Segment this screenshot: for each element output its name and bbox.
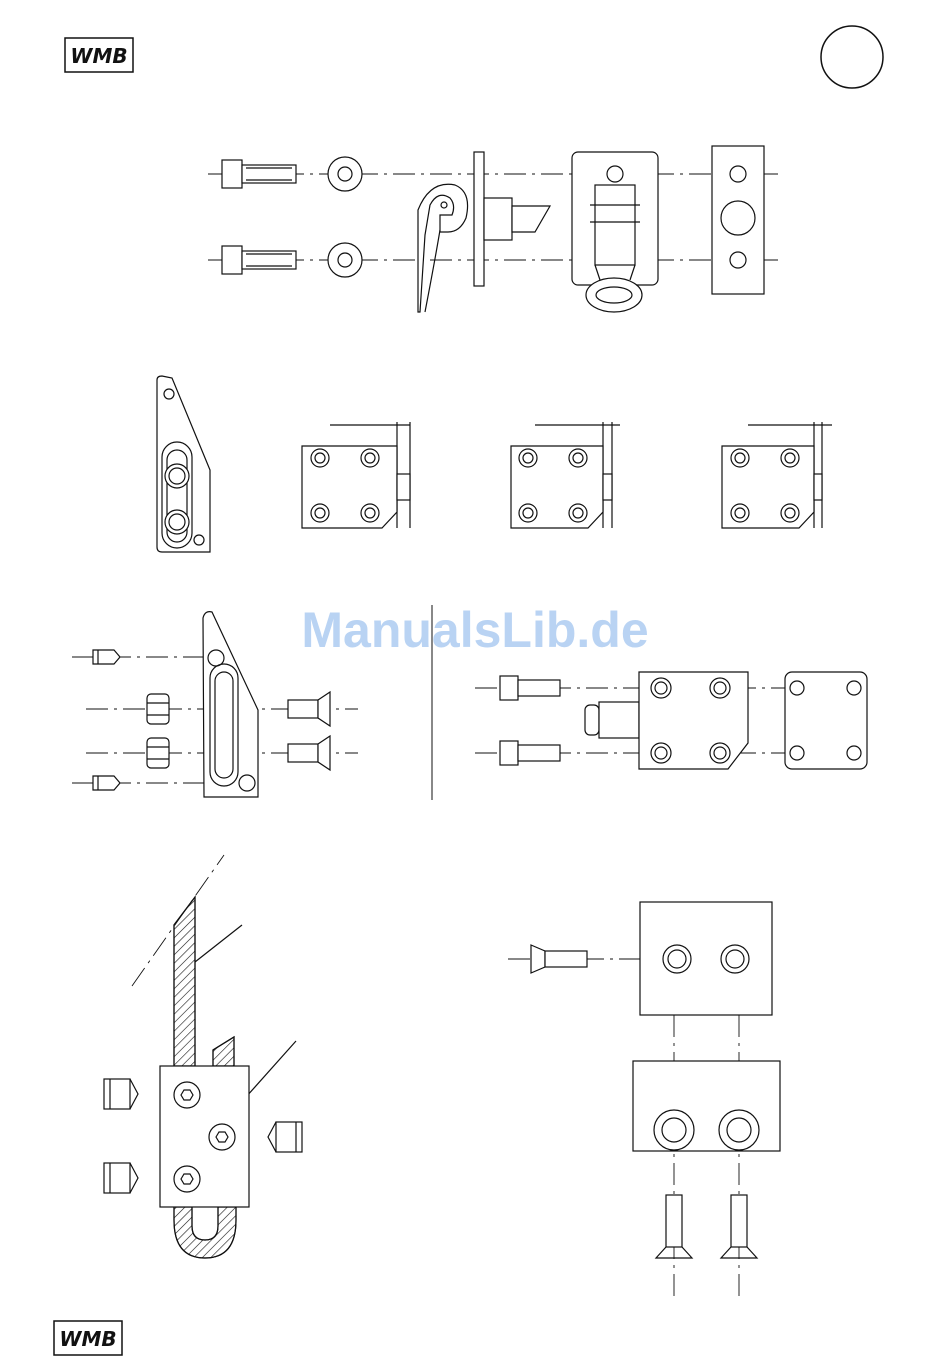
figure-plate-assembly (508, 902, 780, 1296)
figure-section-view (104, 855, 302, 1258)
countersunk-screw-lower (288, 736, 330, 770)
lever-latch (418, 152, 550, 312)
countersunk-screw-upper (288, 692, 330, 726)
set-screw-top (93, 650, 120, 664)
logo-top: WMB (65, 38, 133, 72)
countersunk-screw-side (531, 945, 587, 973)
set-screw-right (268, 1122, 302, 1152)
mounting-block-1 (302, 422, 410, 528)
strike-plate (572, 152, 658, 312)
lower-plate (633, 1061, 780, 1151)
figure-block-assembly (475, 672, 872, 769)
mounting-block-2 (511, 422, 620, 528)
block-front (639, 672, 748, 769)
bolt-upper (222, 160, 296, 188)
logo-bottom: WMB (54, 1321, 122, 1355)
cap-screw-lower (500, 741, 560, 765)
set-screw-bottom (93, 776, 120, 790)
watermark-text: ManualsLib.de (301, 602, 648, 658)
slotted-bracket-large (203, 612, 258, 797)
page-number-circle (821, 26, 883, 88)
washer-upper (328, 157, 362, 191)
cap-screw-upper (500, 676, 560, 700)
block-plate (785, 672, 867, 769)
logo-top-text: WMB (70, 44, 127, 68)
plunger (585, 702, 639, 738)
bolt-lower (222, 246, 296, 274)
washer-lower (328, 243, 362, 277)
mounting-block-3 (722, 422, 832, 528)
back-plate (712, 146, 764, 294)
logo-bottom-text: WMB (59, 1327, 116, 1351)
set-screw-left-lower (104, 1163, 138, 1193)
clamp-block (160, 1066, 249, 1207)
upper-plate (640, 902, 772, 1015)
figure-brackets-row (157, 376, 832, 552)
nut-lower (147, 738, 169, 768)
slotted-bracket (157, 376, 210, 552)
set-screw-left-upper (104, 1079, 138, 1109)
nut-upper (147, 694, 169, 724)
figure-latch-exploded (208, 146, 778, 312)
